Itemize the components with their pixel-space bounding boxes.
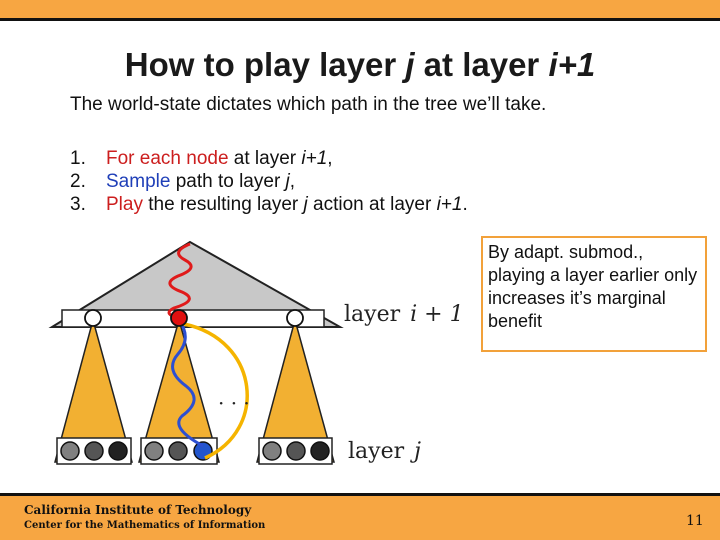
step-text-end: , [289,171,296,192]
blue-sample-path [171,319,204,448]
step-number: 3. [70,194,86,215]
label-i1: i + 1 [410,302,463,327]
leaf-node [286,441,306,461]
top-divider [0,18,720,21]
note-box: By adapt. submod., playing a layer earli… [481,236,707,352]
slide-title: How to play layer j at layer i+1 [0,46,720,84]
step-var-2: i+1 [436,194,463,215]
step-text: path to layer [170,171,286,192]
title-text-mid: at layer [414,46,549,83]
step-var: j [285,171,290,192]
step-2: 2. Sample path to layer j, [70,170,468,193]
red-sample-path [167,242,193,320]
leaf-node [60,441,80,461]
step-highlight: For each node [106,148,229,169]
step-text: at layer [228,148,302,169]
leaf-node [310,441,330,461]
step-3: 3. Play the resulting layer j action at l… [70,193,468,216]
layer-node [286,309,304,327]
leaf-node [84,441,104,461]
bottom-accent-bar [0,496,720,540]
leaf-node [262,441,282,461]
layer-node-selected [170,309,188,327]
top-accent-bar [0,0,720,18]
step-number: 2. [70,171,86,192]
steps-list: 1. For each node at layer i+1, 2. Sample p… [70,147,468,216]
label-layer-word: layer [348,439,405,464]
page-number: 11 [686,513,704,529]
slide-subtitle: The world-state dictates which path in t… [70,94,547,115]
title-text: How to play layer [124,46,406,83]
label-layer-word: layer [344,302,401,327]
ellipsis: · · · [218,391,250,415]
step-text-mid: action at layer [307,194,437,215]
bottom-divider [0,493,720,496]
label-layer-i1: layer i + 1 [344,302,464,327]
step-text-end: , [327,148,333,169]
footer-institution: California Institute of Technology [24,503,252,517]
leaf-node [168,441,188,461]
label-j: j [409,439,421,464]
yellow-play-curve [183,322,249,460]
title-var-i1: i+1 [548,46,596,83]
step-number: 1. [70,148,86,169]
step-var: j [303,194,308,215]
leaf-node [144,441,164,461]
footer-center: Center for the Mathematics of Informatio… [24,520,266,531]
step-var: i+1 [301,148,328,169]
step-text: the resulting layer [142,194,304,215]
step-1: 1. For each node at layer i+1, [70,147,468,170]
layer-node [84,309,102,327]
title-var-j: j [405,46,415,83]
step-highlight: Sample [106,171,171,192]
step-highlight: Play [106,194,143,215]
step-text-end: . [462,194,468,215]
leaf-node [108,441,128,461]
